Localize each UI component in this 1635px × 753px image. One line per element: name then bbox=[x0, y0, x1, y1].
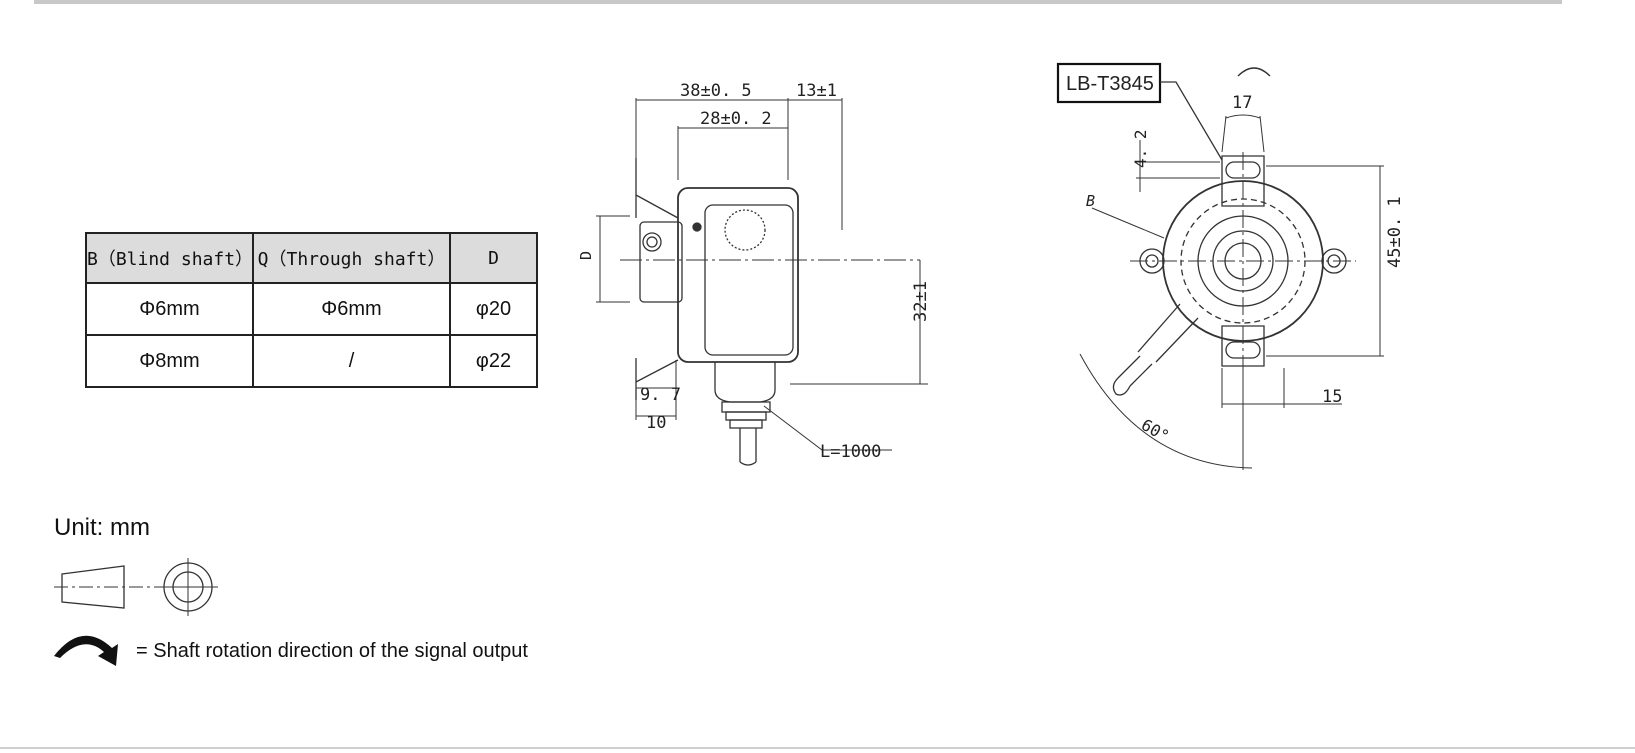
top-divider bbox=[34, 0, 1562, 4]
dim-slot-height: 4. 2 bbox=[1131, 129, 1150, 168]
dim-ear-width: 17 bbox=[1232, 93, 1252, 113]
table-cell: Φ6mm bbox=[252, 282, 451, 336]
dim-mount-pitch: 45±0. 1 bbox=[1385, 196, 1400, 268]
dim-total-length: 38±0. 5 bbox=[680, 81, 752, 101]
dim-flange: 9. 7 bbox=[640, 385, 681, 405]
dim-slot-offset: 15 bbox=[1322, 387, 1342, 407]
table-cell: Φ6mm bbox=[85, 282, 254, 336]
rotation-arrow-icon bbox=[1237, 67, 1271, 77]
bottom-divider bbox=[0, 747, 1635, 749]
rotation-direction-icon bbox=[54, 635, 118, 666]
shaft-symbol-icon bbox=[54, 558, 218, 616]
table-row: Φ8mm / φ22 bbox=[85, 334, 538, 388]
table-row: Φ6mm Φ6mm φ20 bbox=[85, 282, 538, 336]
rotation-legend-text: = Shaft rotation direction of the signal… bbox=[136, 640, 528, 662]
header-d: D bbox=[449, 232, 538, 284]
cable-length-label: L=1000 bbox=[820, 442, 881, 462]
label-diameter: D bbox=[577, 251, 595, 260]
model-label: LB-T3845 bbox=[1066, 73, 1154, 95]
table-header-row: B（Blind shaft） Q（Through shaft） D bbox=[85, 232, 538, 284]
front-view-drawing: LB-T3845 bbox=[1056, 62, 1400, 470]
shaft-spec-table: B（Blind shaft） Q（Through shaft） D Φ6mm Φ… bbox=[85, 232, 538, 388]
dim-body-length: 28±0. 2 bbox=[700, 109, 772, 129]
table-cell: / bbox=[252, 334, 451, 388]
table-cell: Φ8mm bbox=[85, 334, 254, 388]
table-cell: φ20 bbox=[449, 282, 538, 336]
table-cell: φ22 bbox=[449, 334, 538, 388]
unit-note: Unit: mm bbox=[54, 514, 150, 541]
side-view-drawing: 38±0. 5 28±0. 2 13±1 D 32±1 9. 7 10 L=10… bbox=[577, 81, 931, 466]
header-through-shaft: Q（Through shaft） bbox=[252, 232, 451, 284]
label-bore: B bbox=[1086, 192, 1095, 210]
dim-ten: 10 bbox=[646, 413, 666, 433]
dim-height: 32±1 bbox=[911, 281, 931, 322]
dim-cable-angle: 60° bbox=[1138, 415, 1173, 446]
header-blind-shaft: B（Blind shaft） bbox=[85, 232, 254, 284]
dim-cap-length: 13±1 bbox=[796, 81, 837, 101]
model-label-box bbox=[1056, 62, 1162, 104]
